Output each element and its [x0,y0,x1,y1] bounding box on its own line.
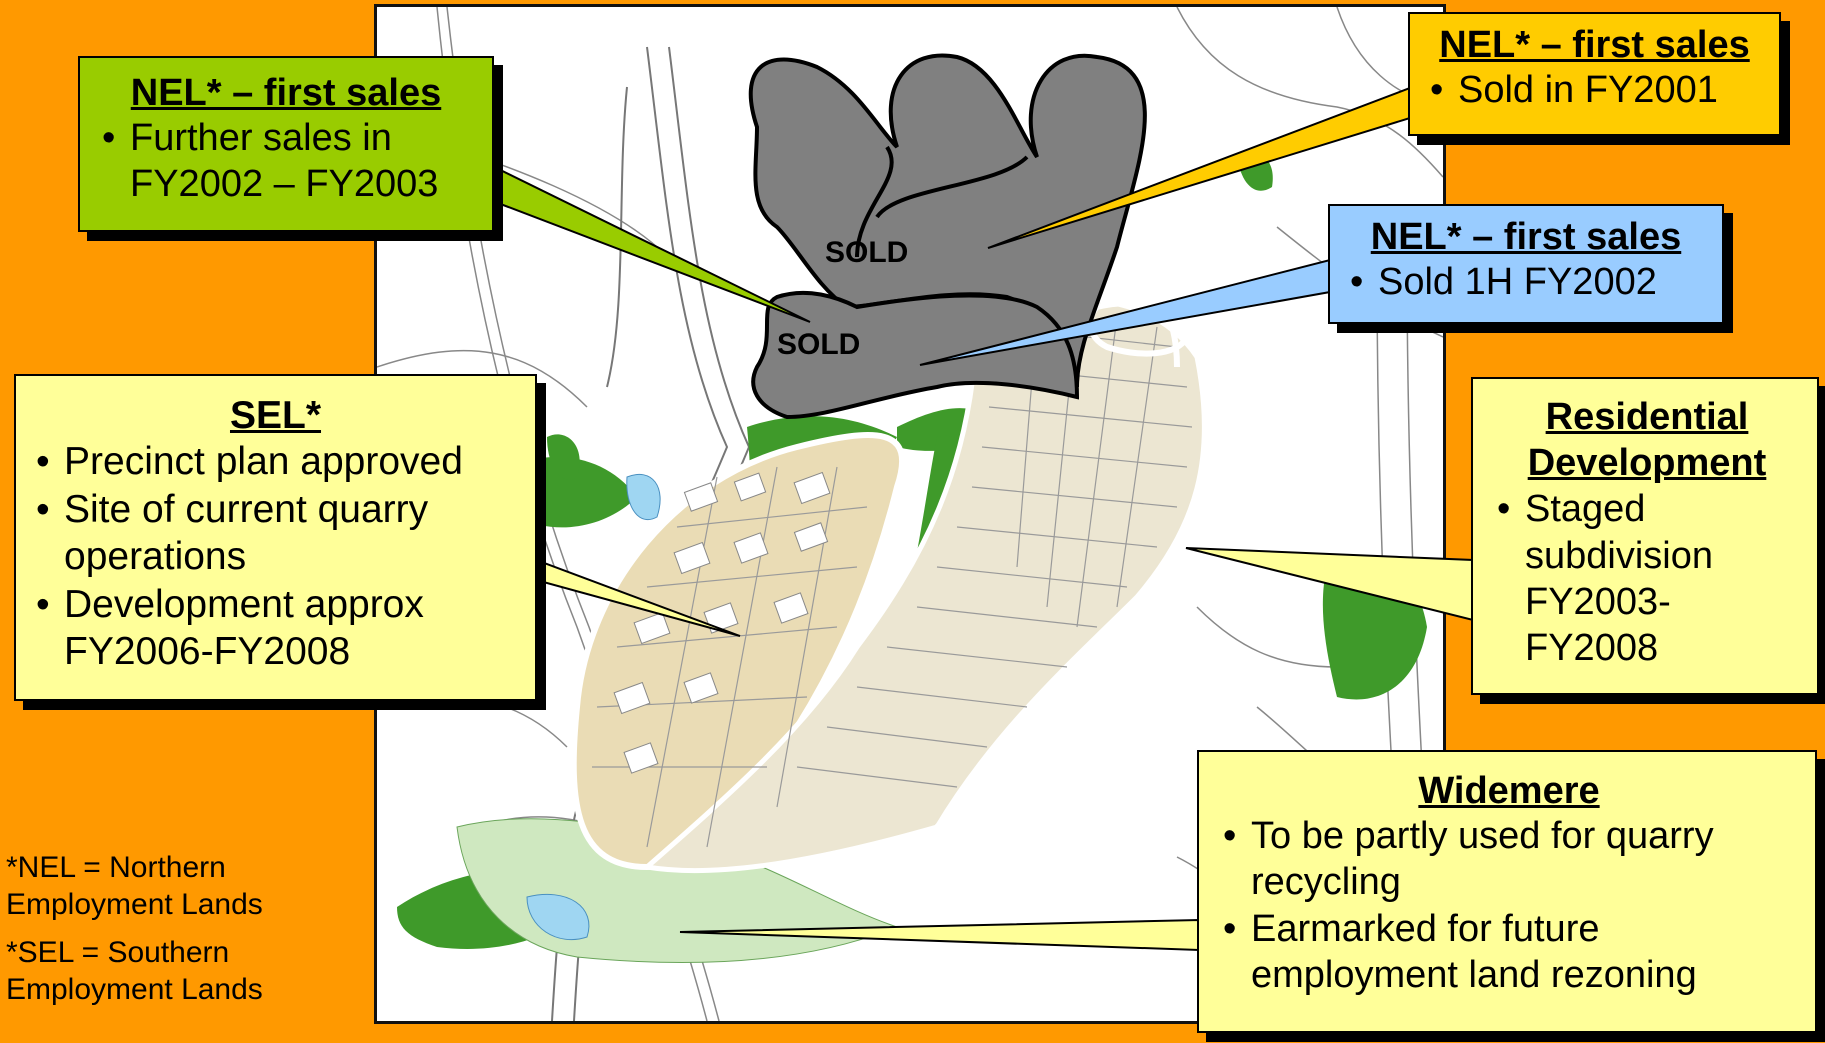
callout-title-line2: Development [1527,441,1767,484]
bullet-item: Sold in FY2001 [1420,67,1769,114]
footnote-sel: *SEL = Southern Employment Lands [6,936,263,1006]
callout-title: NEL* – first sales [130,72,442,114]
callout-title: NEL* – first sales [1370,216,1682,258]
callout-title-line1: Residential [1545,396,1749,438]
sold-label-upper: SOLD [825,236,908,269]
sold-label-lower: SOLD [777,328,860,361]
callout-bullets: Further sales in FY2002 – FY2003 [92,115,480,208]
bullet-item: To be partly used for quarry recycling [1213,813,1805,906]
callout-nel-sold-1h-fy2002: NEL* – first sales Sold 1H FY2002 [1328,204,1724,324]
street-grid [592,311,1193,848]
bullet-item: Site of current quarry operations [26,486,525,581]
callout-sel: SEL* Precinct plan approved Site of curr… [14,374,537,701]
callout-nel-further-sales: NEL* – first sales Further sales in FY20… [78,56,494,232]
callout-title: SEL* [229,394,322,437]
callout-title: NEL* – first sales [1439,24,1750,66]
bullet-item: Staged subdivision FY2003-FY2008 [1487,486,1807,671]
bullet-item: Development approx FY2006-FY2008 [26,581,525,676]
buildings [613,471,831,774]
bullet-item: Further sales in FY2002 – FY2003 [92,115,480,208]
abbreviation-footnote: *NEL = Northern Employment Lands *SEL = … [6,850,346,1020]
bullet-item: Earmarked for future employment land rez… [1213,906,1805,999]
callout-bullets: Staged subdivision FY2003-FY2008 [1487,486,1807,671]
bullet-item: Sold 1H FY2002 [1340,259,1712,306]
callout-bullets: Sold in FY2001 [1420,67,1769,114]
footnote-nel: *NEL = Northern Employment Lands [6,851,263,921]
callout-widemere: Widemere To be partly used for quarry re… [1197,750,1817,1033]
callout-title: Widemere [1418,770,1600,812]
callout-bullets: To be partly used for quarry recycling E… [1213,813,1805,998]
bullet-item: Precinct plan approved [26,438,525,486]
residential-area [641,295,1207,874]
callout-nel-sold-fy2001: NEL* – first sales Sold in FY2001 [1408,12,1781,136]
callout-bullets: Sold 1H FY2002 [1340,259,1712,306]
callout-bullets: Precinct plan approved Site of current q… [26,438,525,676]
callout-residential-development: Residential Development Staged subdivisi… [1471,377,1819,695]
